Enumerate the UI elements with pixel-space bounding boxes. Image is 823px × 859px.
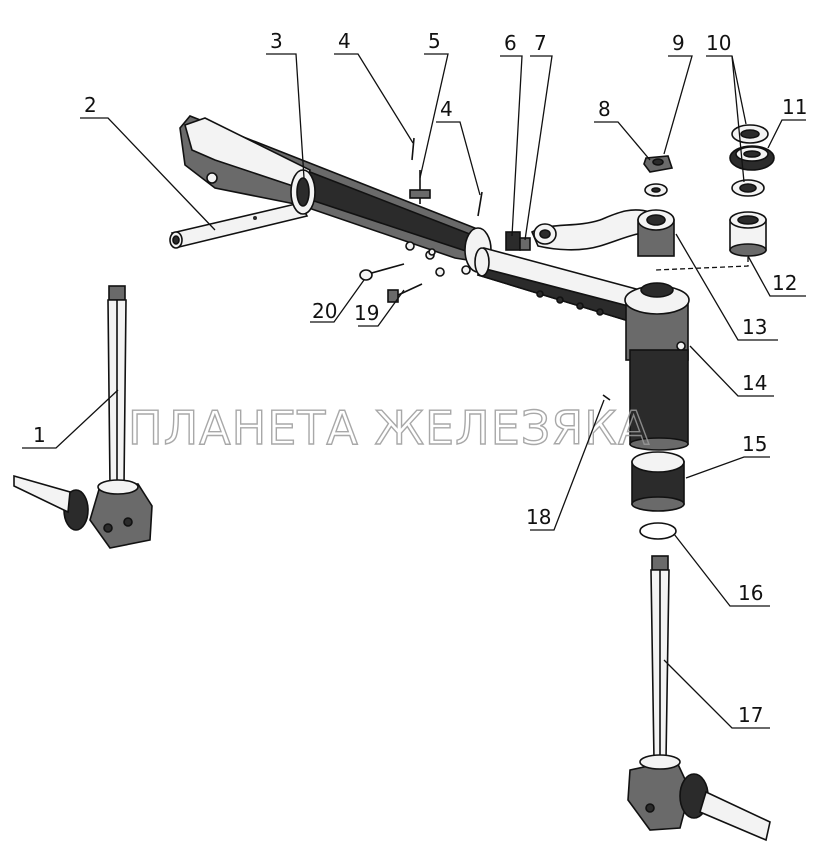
- callout-5: 5: [428, 29, 441, 53]
- callout-7: 7: [534, 31, 547, 55]
- part-2-pin: [169, 202, 309, 249]
- part-18-pin: [602, 394, 611, 401]
- part-20-bolt: [359, 263, 405, 281]
- callout-11: 11: [782, 95, 807, 119]
- callout-3: 3: [270, 29, 283, 53]
- callout-17: 17: [738, 703, 763, 727]
- part-15-cap: [631, 451, 685, 512]
- part-10-rings: [731, 124, 769, 197]
- callout-15: 15: [742, 432, 767, 456]
- part-14-housing: [624, 282, 690, 451]
- part-13-steering-arm: [530, 209, 675, 257]
- part-17-spindle: [627, 555, 771, 842]
- part-9-nut: [643, 155, 674, 173]
- inner-tube: [474, 247, 641, 324]
- callout-2: 2: [84, 93, 97, 117]
- callout-labels: 1 2 3 4 4 5 6 7 8 9 10 11 12 13 14 15 16…: [33, 29, 807, 727]
- callout-20: 20: [312, 299, 337, 323]
- part-8-washer: [644, 183, 668, 197]
- part-12-bushing: [655, 211, 767, 271]
- part-1-spindle: [13, 285, 153, 549]
- callout-12: 12: [772, 271, 797, 295]
- watermark-text: ПЛАНЕТА ЖЕЛЕЗЯКА: [128, 401, 650, 455]
- callout-1: 1: [33, 423, 46, 447]
- part-19-bolt: [387, 283, 423, 303]
- callout-10: 10: [706, 31, 731, 55]
- callout-18: 18: [526, 505, 551, 529]
- part-4-cotter-pin-a: [411, 137, 415, 161]
- callout-6: 6: [504, 31, 517, 55]
- callout-4a: 4: [338, 29, 351, 53]
- callout-13: 13: [742, 315, 767, 339]
- callout-4b: 4: [440, 97, 453, 121]
- callout-16: 16: [738, 581, 763, 605]
- callout-19: 19: [354, 301, 379, 325]
- leader-lines: [22, 53, 806, 729]
- part-4-cotter-pin-b: [477, 191, 483, 217]
- part-16-ring: [639, 522, 677, 540]
- callout-9: 9: [672, 31, 685, 55]
- callout-14: 14: [742, 371, 767, 395]
- axle-beam: [179, 115, 492, 277]
- callout-8: 8: [598, 97, 611, 121]
- part-11-bearing: [729, 145, 775, 171]
